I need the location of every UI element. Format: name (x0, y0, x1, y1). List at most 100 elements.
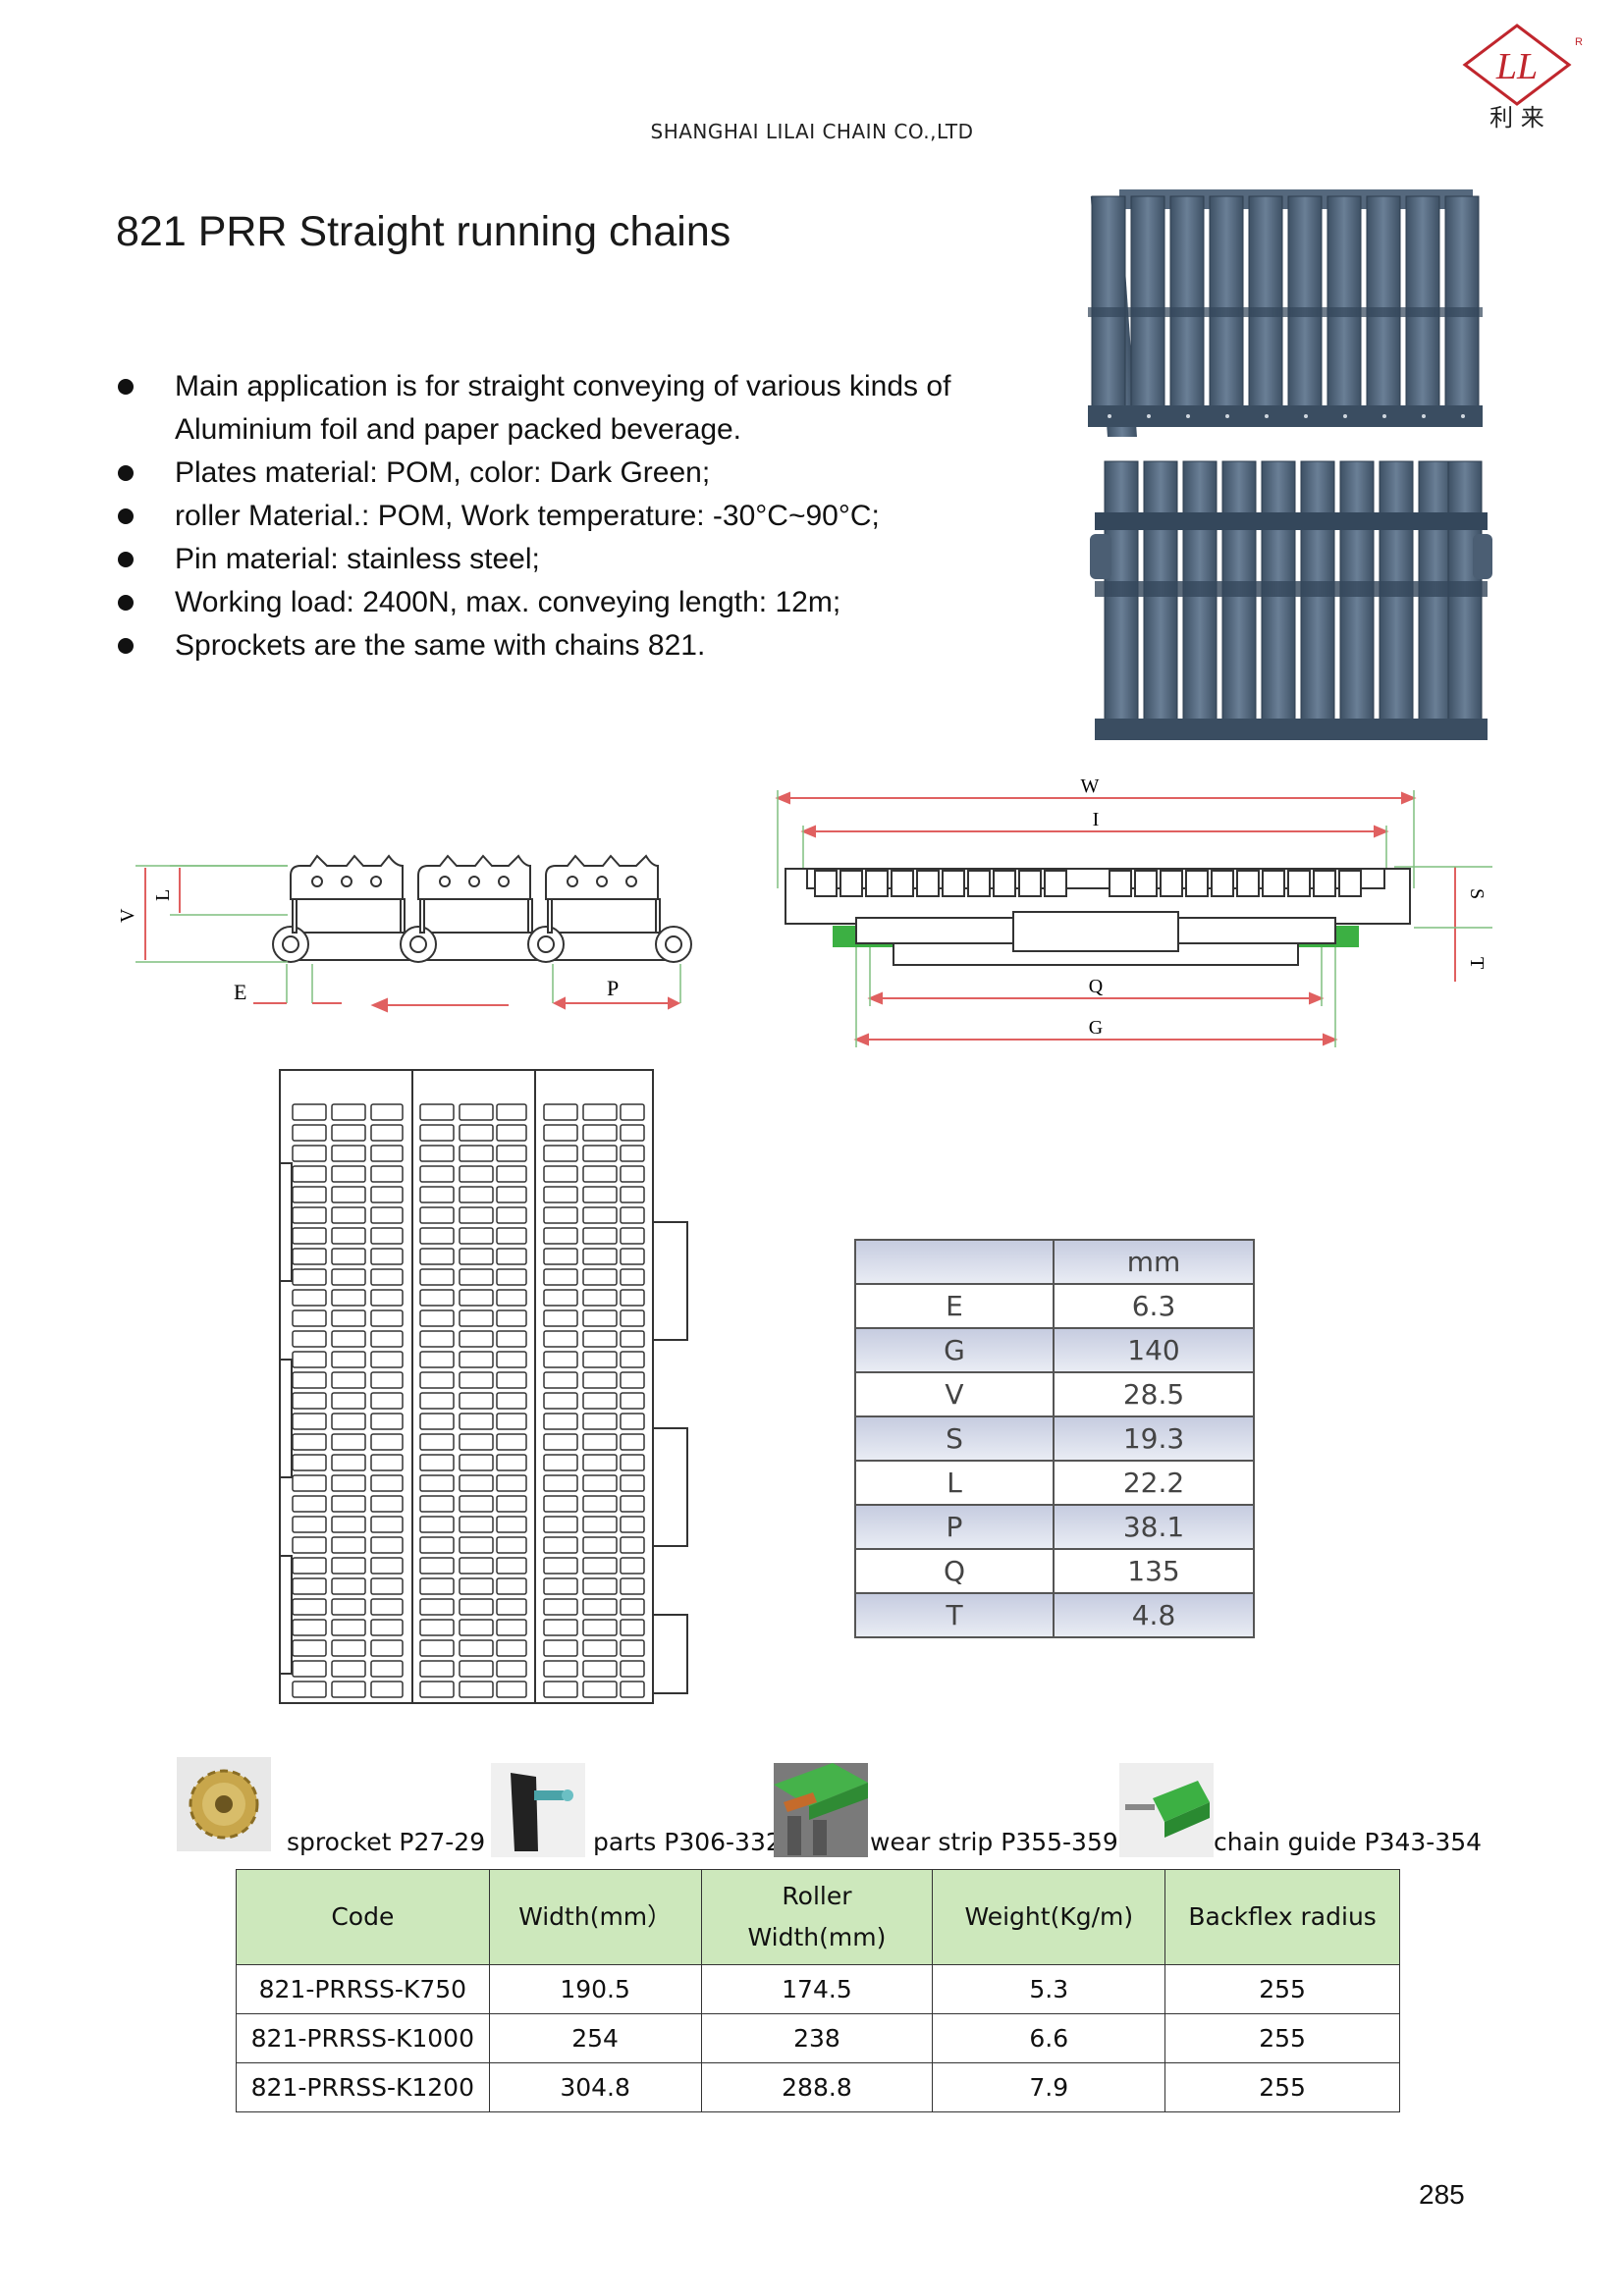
plate-cell (419, 1516, 455, 1533)
side-view-diagram: V L E P (117, 854, 692, 1013)
plate-cell (582, 1206, 618, 1224)
company-name: SHANGHAI LILAI CHAIN CO.,LTD (650, 120, 974, 143)
plate-cell (496, 1474, 527, 1492)
plate-cell (543, 1289, 578, 1307)
plate-cell (543, 1413, 578, 1430)
plate-cell (496, 1124, 527, 1142)
plate-cell (419, 1351, 455, 1368)
plate-cell (543, 1495, 578, 1513)
dim-value: 4.8 (1053, 1592, 1255, 1638)
plate-cell (370, 1474, 404, 1492)
plate-cell (459, 1351, 494, 1368)
plate-cell (582, 1536, 618, 1554)
cell-code: 821-PRRSS-K750 (236, 1964, 490, 2014)
plate-cell (582, 1681, 618, 1698)
plate-cell (331, 1371, 366, 1389)
plate-cell (620, 1598, 645, 1616)
plate-cell (496, 1268, 527, 1286)
plate-cell (419, 1330, 455, 1348)
plate-cell (331, 1186, 366, 1203)
plate-cell (582, 1598, 618, 1616)
plate-cell (331, 1248, 366, 1265)
plate-cell (459, 1681, 494, 1698)
plate-cell (582, 1145, 618, 1162)
plate-cell (582, 1309, 618, 1327)
plate-cell (496, 1516, 527, 1533)
plate-cell (419, 1103, 455, 1121)
plate-cell (620, 1660, 645, 1678)
chain-guide-icon (1119, 1763, 1214, 1857)
label-q: Q (1089, 976, 1104, 997)
plate-cell (620, 1433, 645, 1451)
plate-cell (496, 1598, 527, 1616)
dim-key: S (854, 1415, 1055, 1462)
plate-cell (582, 1124, 618, 1142)
plate-cell (331, 1392, 366, 1410)
plate-cell (459, 1577, 494, 1595)
plate-cell (543, 1660, 578, 1678)
plate-cell (370, 1186, 404, 1203)
plate-cell (370, 1495, 404, 1513)
plate-cell (543, 1309, 578, 1327)
dim-value: 6.3 (1053, 1283, 1255, 1329)
plate-cell (620, 1124, 645, 1142)
plate-cell (331, 1227, 366, 1245)
plate-cell (419, 1681, 455, 1698)
plate-cell (292, 1227, 327, 1245)
plate-cell (459, 1330, 494, 1348)
plate-cell (496, 1681, 527, 1698)
plate-cell (459, 1206, 494, 1224)
plate-cell (543, 1681, 578, 1698)
plate-cell (419, 1454, 455, 1471)
accessory-parts-label: parts P306-332 (593, 1828, 782, 1856)
plate-cell (459, 1557, 494, 1575)
plate-cell (582, 1268, 618, 1286)
header-backflex: Backflex radius (1164, 1869, 1400, 1965)
plate-cell (620, 1371, 645, 1389)
plate-cell (543, 1598, 578, 1616)
plate-cell (459, 1289, 494, 1307)
feature-item: roller Material.: POM, Work temperature:… (116, 495, 1000, 538)
label-w: W (1081, 775, 1100, 797)
top-view-diagram (279, 1069, 688, 1704)
plate-cell (419, 1248, 455, 1265)
plate-cell (620, 1495, 645, 1513)
plate-cell (620, 1577, 645, 1595)
plate-cell (620, 1330, 645, 1348)
plate-cell (582, 1516, 618, 1533)
feature-item: Sprockets are the same with chains 821. (116, 624, 1000, 667)
plate-cell (370, 1619, 404, 1636)
company-logo: LL R 利 来 (1462, 24, 1583, 132)
plate-cell (292, 1619, 327, 1636)
label-i: I (1093, 809, 1100, 830)
plate-cell (543, 1392, 578, 1410)
plate-cell (331, 1557, 366, 1575)
plate-cell (419, 1268, 455, 1286)
plate-cell (331, 1474, 366, 1492)
logo-text: LL (1495, 46, 1538, 87)
plate-cell (620, 1309, 645, 1327)
plate-cell (582, 1639, 618, 1657)
cell-roller-width: 288.8 (700, 2062, 934, 2112)
cell-code: 821-PRRSS-K1000 (236, 2013, 490, 2063)
plate-cell (370, 1124, 404, 1142)
plate-cell (419, 1165, 455, 1183)
feature-item: Main application is for straight conveyi… (116, 365, 1000, 408)
plate-cell (370, 1681, 404, 1698)
plate-cell (459, 1124, 494, 1142)
plate-cell (543, 1165, 578, 1183)
feature-item-continuation: Aluminium foil and paper packed beverage… (175, 413, 742, 446)
plate-cell (496, 1309, 527, 1327)
plate-cell (582, 1660, 618, 1678)
dim-value: 19.3 (1053, 1415, 1255, 1462)
plate-cell (582, 1433, 618, 1451)
plate-cell (620, 1268, 645, 1286)
plate-cell (370, 1577, 404, 1595)
plate-cell (331, 1145, 366, 1162)
plate-cell (292, 1598, 327, 1616)
plate-cell (620, 1619, 645, 1636)
page-number: 285 (1419, 2179, 1465, 2210)
dim-key: Q (854, 1548, 1055, 1594)
plate-cell (419, 1598, 455, 1616)
plate-cell (620, 1165, 645, 1183)
